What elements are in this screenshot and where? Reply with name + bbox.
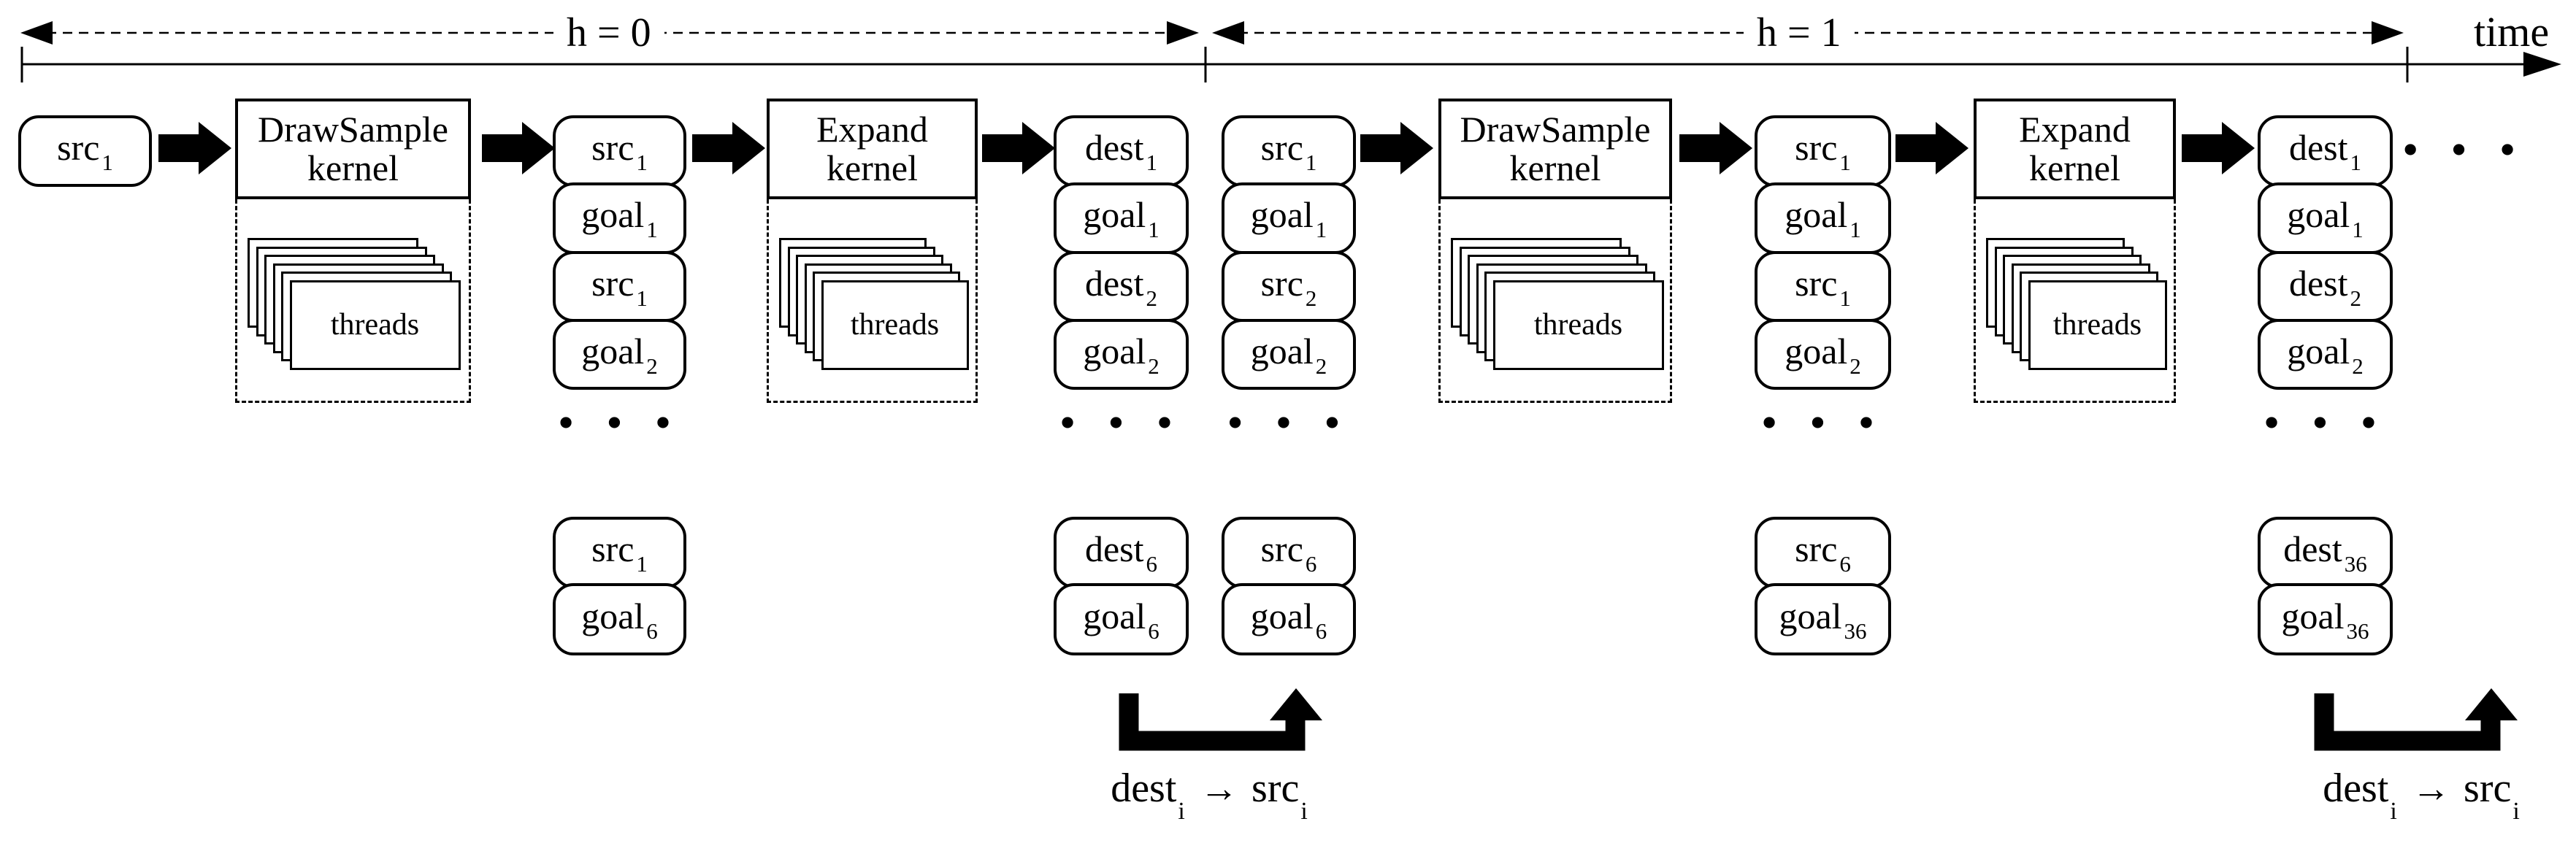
memory-box: dest36 <box>2258 517 2393 588</box>
flow-arrow <box>1679 122 1752 174</box>
memory-box: src1 <box>1755 115 1891 187</box>
memory-column-h1-expanded: dest1 goal1 dest2 goal2 • • • dest36 goa… <box>2258 0 2393 843</box>
continuation-ellipsis: • • • <box>2402 123 2526 175</box>
memory-box: goal2 <box>2258 319 2393 390</box>
ellipsis: • • • <box>2263 396 2388 448</box>
memory-box: dest6 <box>1054 517 1189 588</box>
threads-panel: threads <box>1438 199 1672 403</box>
memory-box: dest1 <box>1054 115 1189 187</box>
memory-box: goal6 <box>553 583 686 655</box>
memory-box: dest1 <box>2258 115 2393 187</box>
memory-box: goal2 <box>553 319 686 390</box>
threads-card: threads <box>289 280 461 370</box>
threads-panel: threads <box>235 199 471 403</box>
memory-box: goal6 <box>1222 583 1356 655</box>
threads-panel: threads <box>767 199 978 403</box>
ellipsis: • • • <box>1059 396 1184 448</box>
memory-box-src: src1 <box>18 115 152 187</box>
memory-box: goal1 <box>1054 182 1189 254</box>
memory-box: src2 <box>1222 251 1356 322</box>
flow-arrow <box>482 122 555 174</box>
map-arrow-icon: → <box>1199 767 1238 810</box>
flow-arrow <box>1360 122 1433 174</box>
flow-arrow <box>692 122 765 174</box>
flow-arrow <box>2182 122 2255 174</box>
memory-box: goal36 <box>1755 583 1891 655</box>
memory-box: src1 <box>553 251 686 322</box>
initial-input-column: src1 <box>18 0 152 843</box>
map-arrow-icon: → <box>2411 767 2450 810</box>
memory-box: src6 <box>1222 517 1356 588</box>
ellipsis: • • • <box>557 396 682 448</box>
loop-label-h0: desti→srci <box>1111 766 1308 825</box>
phase-label-h0: h = 0 <box>553 9 664 57</box>
memory-box: src6 <box>1755 517 1891 588</box>
memory-box: goal1 <box>553 182 686 254</box>
memory-column-h1-sampled: src1 goal1 src1 goal2 • • • src6 goal36 <box>1755 0 1891 843</box>
memory-box: goal36 <box>2258 583 2393 655</box>
memory-box: src1 <box>1755 251 1891 322</box>
memory-column-h0-expanded: dest1 goal1 dest2 goal2 • • • dest6 goal… <box>1054 0 1189 843</box>
threads-card: threads <box>821 280 969 370</box>
memory-box: goal1 <box>1755 182 1891 254</box>
ellipsis: • • • <box>1760 396 1885 448</box>
memory-box: goal1 <box>2258 182 2393 254</box>
ellipsis: • • • <box>1227 396 1351 448</box>
flow-arrow <box>158 122 231 174</box>
phase-label-h1: h = 1 <box>1744 9 1855 57</box>
threads-card: threads <box>2028 280 2167 370</box>
memory-box: goal2 <box>1054 319 1189 390</box>
memory-box: goal2 <box>1222 319 1356 390</box>
threads-card: threads <box>1492 280 1664 370</box>
threads-panel: threads <box>1974 199 2176 403</box>
memory-column-h0-sampled: src1 goal1 src1 goal2 • • • src1 goal6 <box>553 0 686 843</box>
flow-arrow <box>1895 122 1969 174</box>
memory-box: goal6 <box>1054 583 1189 655</box>
memory-column-h1-input: src1 goal1 src2 goal2 • • • src6 goal6 <box>1222 0 1356 843</box>
memory-box: goal2 <box>1755 319 1891 390</box>
time-axis-label: time <box>2474 8 2550 55</box>
loop-label-h1: desti→srci <box>2323 766 2520 825</box>
flow-arrow <box>982 122 1055 174</box>
